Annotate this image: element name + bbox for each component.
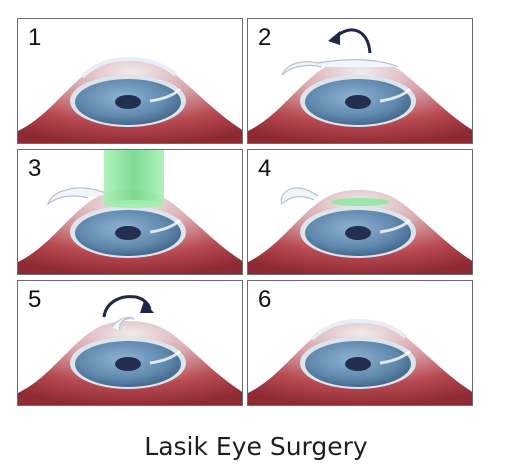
eye-illustration (248, 28, 472, 143)
step-number: 2 (258, 24, 272, 51)
caption: Lasik Eye Surgery (144, 432, 368, 461)
step-1-panel: 1 (17, 18, 243, 144)
eye-illustration (18, 150, 242, 274)
eye-illustration (248, 187, 472, 274)
step-3-panel: 3 (17, 149, 243, 275)
laser-beam (104, 150, 164, 204)
step-6-panel: 6 (247, 280, 473, 406)
step-4-panel: 4 (247, 149, 473, 275)
step-number: 5 (28, 286, 42, 313)
step-number: 4 (258, 155, 272, 182)
eye-illustration (18, 295, 242, 405)
step-5-panel: 5 (17, 280, 243, 406)
step-number: 3 (28, 155, 42, 182)
step-2-panel: 2 (247, 18, 473, 144)
eye-illustration (248, 318, 472, 405)
step-number: 1 (28, 24, 42, 51)
eye-illustration (18, 56, 242, 143)
step-number: 6 (258, 286, 272, 313)
laser-spot (330, 198, 390, 206)
